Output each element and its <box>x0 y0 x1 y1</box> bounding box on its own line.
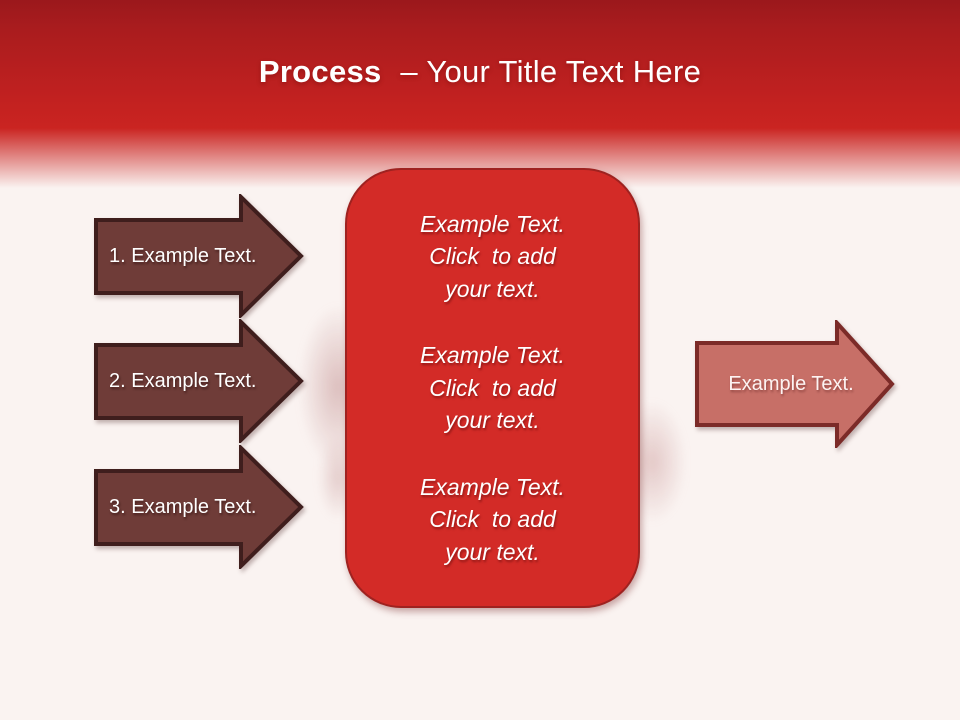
slide-title-regular: – Your Title Text Here <box>400 54 702 89</box>
step-1-label: 1. Example Text. <box>109 245 257 267</box>
right-arrow-shape <box>94 194 304 318</box>
process-step-arrow-3[interactable]: 3. Example Text. <box>93 445 305 569</box>
placeholder-paragraph-2[interactable]: Example Text. Click to add your text. <box>420 342 565 434</box>
right-arrow-shape <box>94 445 304 569</box>
process-step-arrow-2[interactable]: 2. Example Text. <box>93 319 305 443</box>
step-3-label: 3. Example Text. <box>109 496 257 518</box>
content-placeholder-box[interactable]: Example Text. Click to add your text. Ex… <box>345 168 640 608</box>
output-arrow-label: Example Text. <box>728 372 854 395</box>
placeholder-paragraph-3[interactable]: Example Text. Click to add your text. <box>420 473 565 565</box>
slide-title[interactable]: Process – Your Title Text Here <box>0 54 960 90</box>
placeholder-paragraph-1[interactable]: Example Text. Click to add your text. <box>420 210 565 302</box>
right-arrow-shape <box>695 320 895 448</box>
step-2-label: 2. Example Text. <box>109 370 257 392</box>
slide-title-bold: Process <box>258 54 382 89</box>
process-step-arrow-1[interactable]: 1. Example Text. <box>93 194 305 318</box>
output-arrow[interactable]: Example Text. <box>694 320 896 448</box>
right-arrow-shape <box>94 319 304 443</box>
